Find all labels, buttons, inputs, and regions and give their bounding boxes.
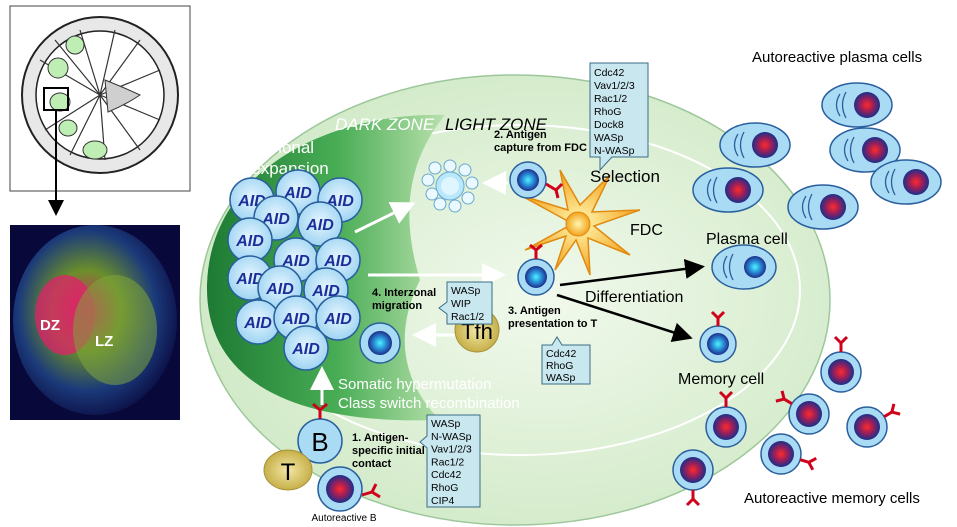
aid-label: AID (281, 253, 310, 270)
aid-label: AID (235, 233, 264, 250)
molecule-name: N-WASp (431, 431, 472, 443)
molecule-name: Cdc42 (431, 469, 462, 481)
step1-line1: 1. Antigen- (352, 432, 409, 444)
molecule-name: Cdc42 (594, 67, 625, 79)
fdc-label: FDC (630, 222, 663, 239)
aid-cell: AID (297, 201, 343, 247)
bcell-antigen-capture (509, 161, 564, 199)
molecule-name: WASp (431, 418, 461, 430)
differentiation-arrows (556, 258, 705, 342)
bcell-migrating (359, 322, 401, 364)
autoreactive-memory-cells (672, 335, 901, 507)
differentiation-label: Differentiation (585, 289, 683, 306)
autoreactive-b-cell (317, 466, 381, 512)
step1-line2: specific initial (352, 445, 425, 457)
molecule-name: RhoG (594, 106, 621, 118)
autoreactive-memory-cell (705, 390, 747, 448)
aid-label: AID (281, 311, 310, 328)
aid-label: AID (323, 253, 352, 270)
aid-label: AID (261, 211, 290, 228)
class-switch-text: Class switch recombination (338, 395, 520, 412)
aid-label: AID (235, 271, 264, 288)
autoreactive-memory-cell (672, 449, 714, 507)
lymph-node-schematic (9, 5, 191, 216)
molecule-name: Rac1/2 (594, 93, 627, 105)
dark-zone-title: DARK ZONE (335, 115, 435, 134)
t-cell (263, 449, 313, 491)
molecule-name: Rac1/2 (451, 311, 484, 323)
selection-label: Selection (590, 167, 660, 186)
step4-line1: 4. Interzonal (372, 287, 436, 299)
aid-cell: AID (235, 299, 281, 345)
fluorescence-image: DZ LZ (10, 225, 180, 420)
autoreactive-memory-cell (775, 390, 830, 435)
clonal-line-1: Clonal (266, 138, 314, 157)
autoreactive-memory-cell (846, 403, 901, 448)
autoreactive-plasma-cell (829, 127, 901, 173)
molecule-name: Dock8 (594, 119, 624, 131)
molecule-name: WASp (451, 285, 481, 297)
naive-b-cell (297, 402, 343, 464)
dz-label: DZ (40, 317, 60, 334)
molecule-name: WASp (594, 132, 624, 144)
somatic-hypermutation-text: Somatic hypermutation (338, 376, 491, 393)
fdc-cell (519, 169, 641, 276)
bcell-antigen-presentation (517, 243, 555, 296)
autoreactive-plasma-cell (719, 122, 791, 168)
autoreactive-plasma-label: Autoreactive plasma cells (752, 49, 922, 66)
step2-line2: capture from FDC (494, 142, 587, 154)
aid-cell: AID (315, 295, 361, 341)
molecule-name: Cdc42 (546, 348, 577, 360)
t-cell-label: T (281, 459, 296, 486)
plasma-cell-label: Plasma cell (706, 231, 788, 248)
molecule-name: Rac1/2 (431, 456, 464, 468)
molecule-name: CIP4 (431, 495, 455, 507)
autoreactive-plasma-cell (787, 184, 859, 230)
aid-label: AID (291, 341, 320, 358)
molecule-name: WIP (451, 298, 471, 310)
aid-label: AID (311, 283, 340, 300)
molecule-name: Vav1/2/3 (594, 80, 635, 92)
molecule-name: RhoG (431, 482, 458, 494)
apoptotic-cell-cluster (421, 159, 479, 213)
molecule-name: WASp (546, 372, 576, 384)
light-zone-title: LIGHT ZONE (445, 115, 548, 134)
memory-cell-label: Memory cell (678, 371, 764, 388)
aid-cell: AID (283, 325, 329, 371)
memory-cell (699, 310, 737, 363)
autoreactive-plasma-cells (692, 82, 942, 230)
autoreactive-plasma-cell (821, 82, 893, 128)
step3-line1: 3. Antigen (508, 305, 561, 317)
step3-line2: presentation to T (508, 318, 598, 330)
molecule-name: RhoG (546, 360, 573, 372)
autoreactive-plasma-cell (692, 167, 764, 213)
autoreactive-b-label: Autoreactive B (311, 513, 376, 524)
molecule-name: N-WASp (594, 145, 635, 157)
molecule-name: Vav1/2/3 (431, 444, 472, 456)
plasma-cell (711, 244, 777, 290)
step1-line3: contact (352, 458, 391, 470)
autoreactive-plasma-cell (870, 159, 942, 205)
autoreactive-memory-label: Autoreactive memory cells (744, 490, 920, 507)
autoreactive-memory-cell (820, 335, 862, 393)
aid-label: AID (283, 185, 312, 202)
aid-label: AID (305, 217, 334, 234)
lz-label: LZ (95, 333, 113, 350)
autoreactive-memory-cell (760, 433, 817, 475)
step2-line1: 2. Antigen (494, 129, 547, 141)
b-cell-label: B (311, 427, 328, 457)
aid-label: AID (265, 281, 294, 298)
aid-label: AID (323, 311, 352, 328)
aid-label: AID (243, 315, 272, 332)
step4-line2: migration (372, 300, 422, 312)
